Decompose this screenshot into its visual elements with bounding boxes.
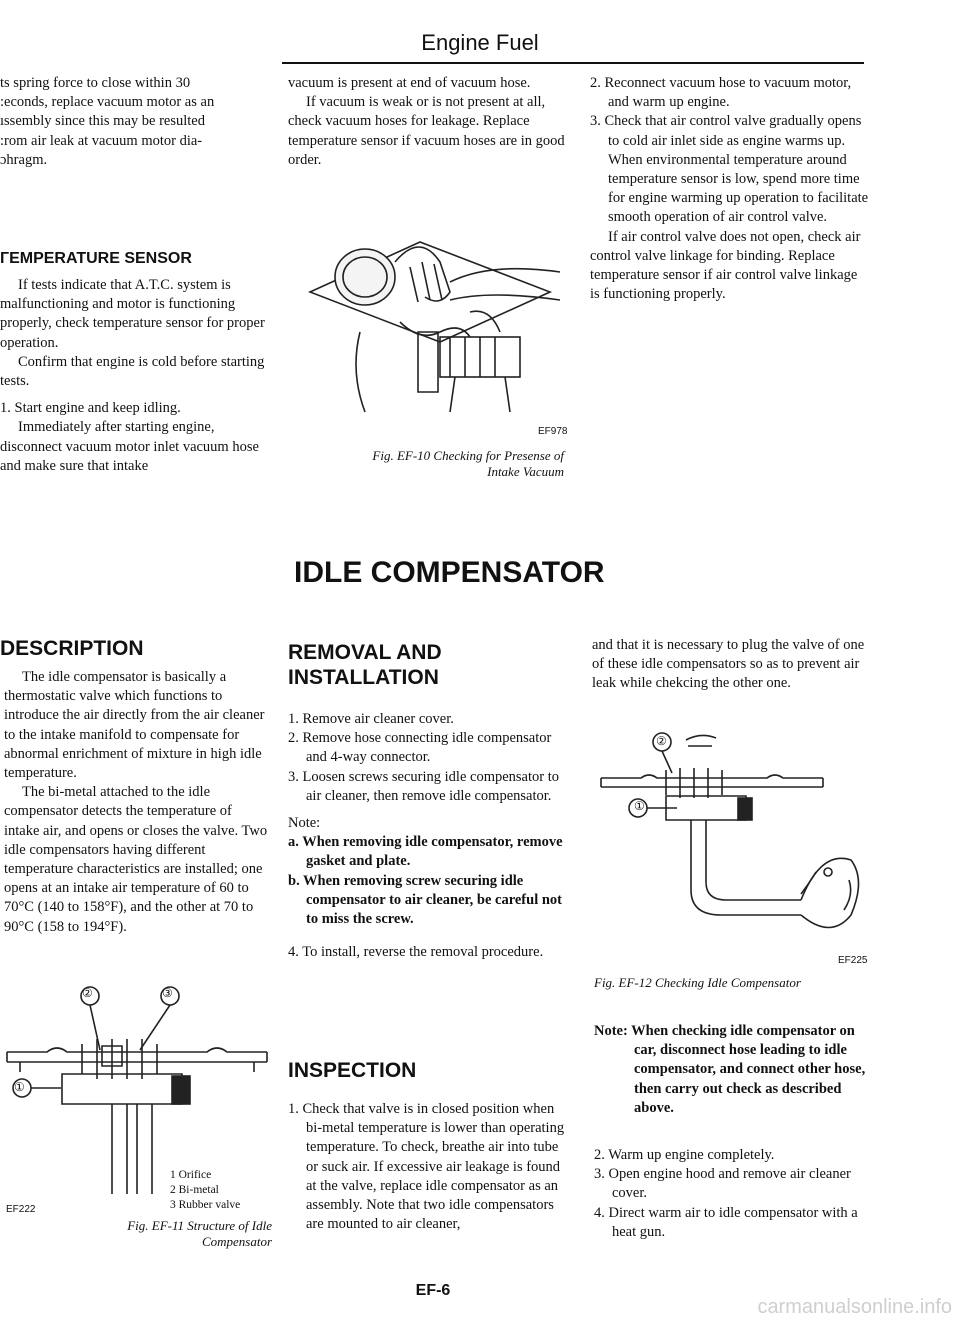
callout-1: ① <box>634 799 645 813</box>
step-item: 1. Check that valve is in closed positio… <box>288 1101 565 1233</box>
section-title: IDLE COMPENSATOR <box>294 556 605 589</box>
temperature-sensor-heading: ГEMPERATURE SENSOR <box>0 250 192 267</box>
note-label: Note: <box>288 815 321 832</box>
caption-line: Compensator <box>201 1234 272 1249</box>
col1-top: ts spring force to close within 30 :econ… <box>0 74 268 170</box>
figure-ef-11 <box>2 984 272 1204</box>
continued-line-5: ɔhragm. <box>0 151 48 168</box>
figure-legend: 1 Orifice 2 Bi-metal 3 Rubber valve <box>170 1168 240 1213</box>
removal-heading: REMOVAL AND INSTALLATION <box>288 640 442 690</box>
step-item: 2. Reconnect vacuum hose to vacuum motor… <box>590 75 852 111</box>
figure-code: EF978 <box>538 426 568 437</box>
paragraph: and that it is necessary to plug the val… <box>592 637 865 692</box>
step-item: 2. Warm up engine completely. <box>594 1147 775 1164</box>
header-rule <box>282 62 864 64</box>
paragraph: Confirm that engine is cold before start… <box>0 353 265 390</box>
legend-item: 3 Rubber valve <box>170 1199 241 1211</box>
watermark: carmanualsonline.info <box>757 1296 952 1318</box>
paragraph: Immediately after starting engine, disco… <box>0 419 259 474</box>
callout-1: ① <box>14 1080 25 1094</box>
caption-line: Fig. EF-10 Checking for Presense of <box>372 448 564 463</box>
inspection-heading: INSPECTION <box>288 1059 417 1082</box>
col3-bottom-text: and that it is necessary to plug the val… <box>592 636 872 694</box>
figure-caption-ef-10: Fig. EF-10 Checking for Presense of Inta… <box>300 448 564 480</box>
heading-line: REMOVAL AND <box>288 641 442 664</box>
caption-line: Fig. EF-11 Structure of Idle <box>127 1218 272 1233</box>
step-item: 3. Check that air control valve graduall… <box>590 113 869 226</box>
continued-line-2: :econds, replace vacuum motor as an <box>0 94 215 111</box>
note: Note: When checking idle compensator on … <box>594 1023 866 1116</box>
inspection-body: 1. Check that valve is in closed positio… <box>288 1100 570 1234</box>
idle-compensator-structure <box>6 986 268 1194</box>
page-header-title: Engine Fuel <box>421 30 539 55</box>
figure-ef-10 <box>300 222 564 422</box>
continued-line-3: ıssembly since this may be resulted <box>0 113 205 130</box>
description-heading: DESCRIPTION <box>0 637 144 660</box>
continued-line-4: :rom air leak at vacuum motor dia- <box>0 132 203 149</box>
callout-3: ③ <box>162 986 173 1000</box>
paragraph: If vacuum is weak or is not present at a… <box>288 94 565 168</box>
heading-line: INSTALLATION <box>288 666 439 689</box>
description-body: The idle compensator is basically a ther… <box>4 668 270 937</box>
continued-line-1: ts spring force to close within 30 <box>0 75 191 91</box>
paragraph: The idle compensator is basically a ther… <box>4 669 265 782</box>
step-item: 4. Direct warm air to idle compensator w… <box>594 1204 858 1240</box>
removal-body: 1. Remove air cleaner cover. 2. Remove h… <box>288 710 570 962</box>
step-item: 1. Remove air cleaner cover. <box>288 711 454 727</box>
col3-bottom-notes: Note: When checking idle compensator on … <box>594 1022 874 1242</box>
note-item: a. When removing idle compensator, remov… <box>288 834 563 870</box>
legend-item: 2 Bi-metal <box>170 1184 219 1196</box>
figure-caption-ef-11: Fig. EF-11 Structure of Idle Compensator <box>60 1218 272 1250</box>
figure-code: EF225 <box>838 955 868 966</box>
note-item: b. When removing screw securing idle com… <box>288 872 562 928</box>
paragraph: If tests indicate that A.T.C. system is … <box>0 277 265 351</box>
step-item: 3. Loosen screws securing idle compensat… <box>288 768 559 804</box>
step-item: 2. Remove hose connecting idle compensat… <box>288 730 552 766</box>
idle-compensator-check-illustration <box>600 732 860 929</box>
vacuum-check-illustration <box>307 241 561 413</box>
legend-item: 1 Orifice <box>170 1169 212 1181</box>
caption-line: Intake Vacuum <box>487 464 564 479</box>
col2-top: vacuum is present at end of vacuum hose.… <box>288 74 570 170</box>
temperature-sensor-body: If tests indicate that A.T.C. system is … <box>0 276 266 476</box>
step-item: 3. Open engine hood and remove air clean… <box>594 1166 851 1202</box>
step-item: 1. Start engine and keep idling. <box>0 400 181 417</box>
page-number: EF-6 <box>415 1282 451 1299</box>
paragraph: If air control valve does not open, chec… <box>590 228 861 303</box>
callout-2: ② <box>82 986 93 1000</box>
figure-ef-12 <box>596 732 866 942</box>
callout-2: ② <box>656 734 667 748</box>
paragraph: The bi-metal attached to the idle compen… <box>4 784 268 935</box>
figure-caption-ef-12: Fig. EF-12 Checking Idle Compensator <box>594 975 801 990</box>
col3-top: 2. Reconnect vacuum hose to vacuum motor… <box>590 74 870 304</box>
figure-code: EF222 <box>6 1204 36 1215</box>
step-item: 4. To install, reverse the removal proce… <box>288 944 544 961</box>
paragraph: vacuum is present at end of vacuum hose. <box>288 75 531 91</box>
